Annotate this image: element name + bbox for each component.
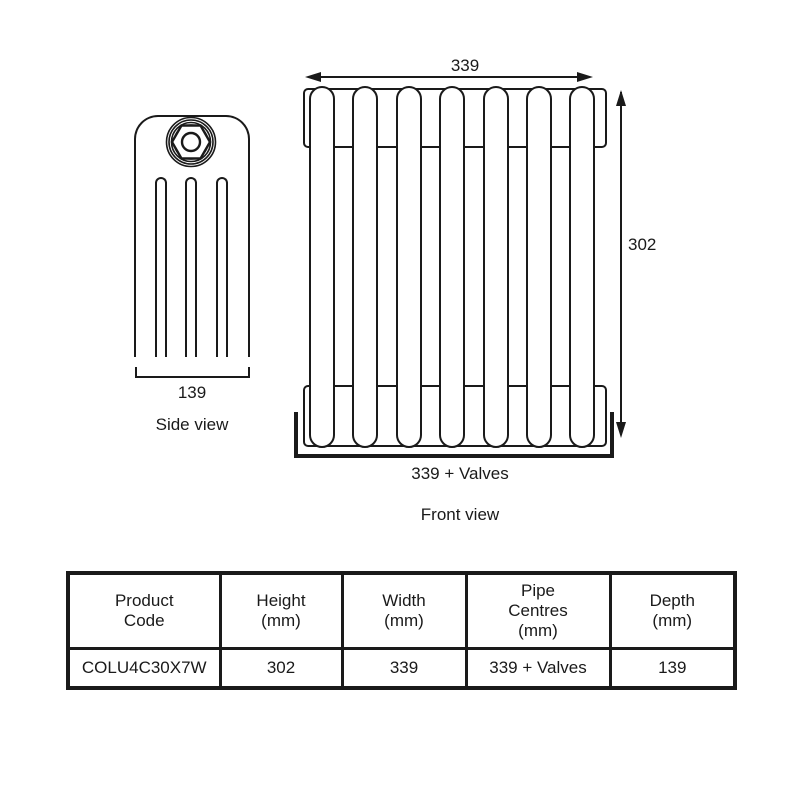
column-tube — [569, 86, 595, 448]
pipe-centres-label: 339 + Valves — [411, 464, 509, 483]
arrowhead-down-icon — [616, 422, 626, 438]
spec-table-data-row: COLU4C30X7W 302 339 339 + Valves 139 — [66, 647, 737, 690]
cell-width: 339 — [340, 647, 468, 690]
side-view-groove — [216, 177, 228, 357]
header-pipe-centres: Pipe Centres (mm) — [464, 571, 612, 650]
cell-product-code: COLU4C30X7W — [66, 647, 222, 690]
cell-height: 302 — [218, 647, 344, 690]
front-view-caption: Front view — [420, 505, 500, 524]
pipe-centres-bracket — [294, 412, 614, 458]
spec-table: Product Code Height (mm) Width (mm) Pipe… — [66, 571, 737, 690]
arrowhead-left-icon — [305, 72, 321, 82]
arrowhead-right-icon — [577, 72, 593, 82]
depth-dimension-bracket — [135, 367, 250, 378]
valve-nut-icon — [165, 116, 217, 168]
cell-pipe-centres: 339 + Valves — [464, 647, 612, 690]
side-view-groove — [155, 177, 167, 357]
arrowhead-up-icon — [616, 90, 626, 106]
width-dimension-line — [318, 76, 580, 78]
height-dimension-line — [620, 92, 622, 426]
spec-table-header-row: Product Code Height (mm) Width (mm) Pipe… — [66, 571, 737, 650]
cell-depth: 139 — [608, 647, 737, 690]
width-dimension-label: 339 — [450, 56, 480, 75]
column-tube — [439, 86, 465, 448]
column-tube — [396, 86, 422, 448]
side-view-groove — [185, 177, 197, 357]
header-width: Width (mm) — [340, 571, 468, 650]
header-height: Height (mm) — [218, 571, 344, 650]
column-tube — [483, 86, 509, 448]
depth-dimension-label: 139 — [177, 383, 207, 402]
column-tube — [352, 86, 378, 448]
column-tube — [526, 86, 552, 448]
side-view-caption: Side view — [155, 415, 229, 434]
column-tube — [309, 86, 335, 448]
height-dimension-label: 302 — [628, 235, 657, 254]
header-depth: Depth (mm) — [608, 571, 737, 650]
header-product-code: Product Code — [66, 571, 222, 650]
